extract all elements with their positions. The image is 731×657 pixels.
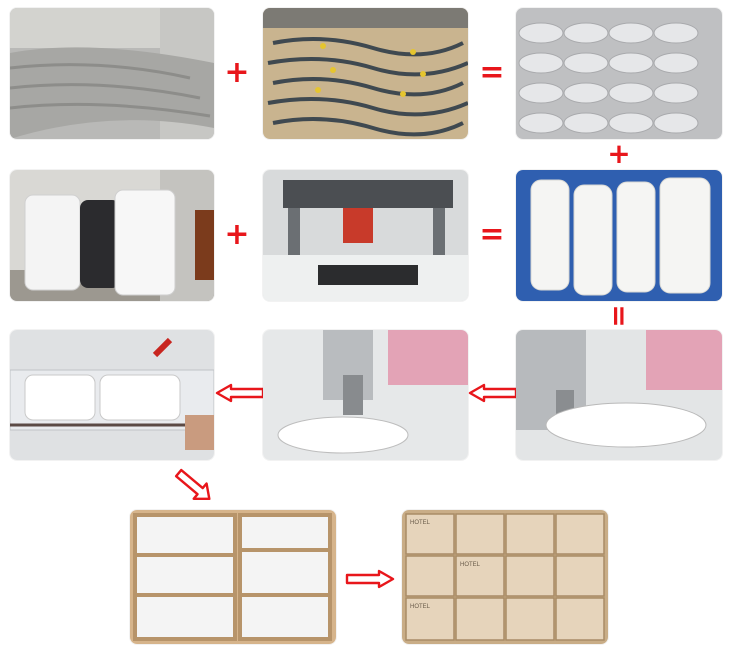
boxes-photo <box>130 510 336 644</box>
photo-cartons: HOTEL HOTEL HOTEL <box>402 510 608 644</box>
photo-bagging <box>10 330 214 460</box>
press-machine-photo <box>263 170 468 301</box>
photo-foam-rolls <box>10 170 214 301</box>
soles-bin-photo <box>516 170 722 301</box>
photo-die-cutter <box>263 170 468 301</box>
carton-brand-label: HOTEL <box>410 604 431 610</box>
carton-brand-label: HOTEL <box>410 520 431 526</box>
plus-icon: + <box>224 217 250 252</box>
plus-icon: + <box>607 137 631 170</box>
arrow-down-right-icon <box>172 466 216 506</box>
carton-stack-photo: HOTEL HOTEL HOTEL <box>402 510 608 644</box>
carton-brand-label: HOTEL <box>460 562 481 568</box>
photo-sewing-sole <box>516 330 722 460</box>
photo-cut-strips <box>263 8 468 139</box>
arrow-left-icon <box>468 383 518 403</box>
photo-cut-uppers <box>516 8 722 139</box>
foam-roll-photo <box>10 170 214 301</box>
strap-pieces-photo <box>263 8 468 139</box>
photo-sewing-edge <box>263 330 468 460</box>
arrow-right-icon <box>345 569 395 589</box>
slipper-uppers-photo <box>516 8 722 139</box>
plus-icon: + <box>224 55 250 90</box>
packaging-photo <box>10 330 214 460</box>
sewing-photo <box>516 330 722 460</box>
equals-icon: = <box>603 304 636 328</box>
equals-icon: = <box>479 55 505 90</box>
arrow-left-icon <box>215 383 265 403</box>
photo-soles <box>516 170 722 301</box>
photo-boxed <box>130 510 336 644</box>
sewing-photo <box>263 330 468 460</box>
fabric-roll-photo <box>10 8 214 139</box>
photo-mesh-fabric <box>10 8 214 139</box>
equals-icon: = <box>479 217 505 252</box>
